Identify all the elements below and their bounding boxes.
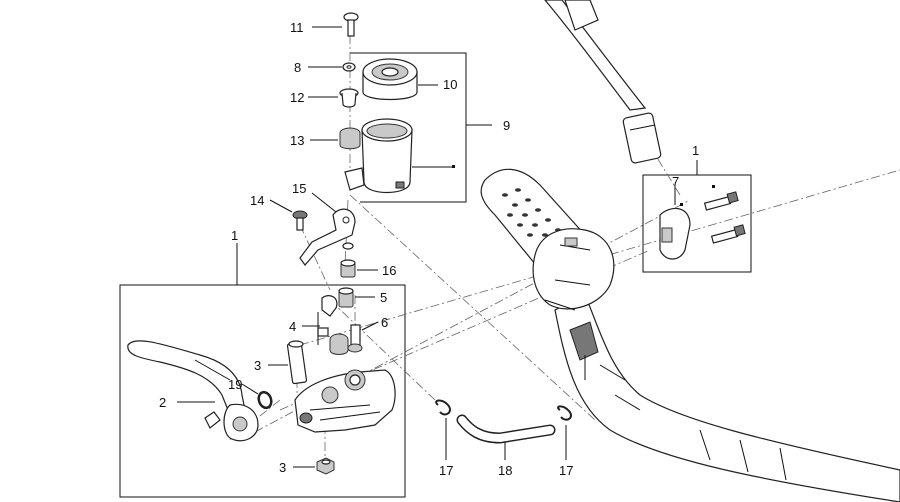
callout-4: 4 xyxy=(289,319,296,334)
o-ring-19 xyxy=(257,390,273,410)
banjo-fitting-5 xyxy=(338,287,354,308)
grommet-13 xyxy=(339,127,361,150)
callout-14: 14 xyxy=(250,193,264,208)
callout-1-clutch: 1 xyxy=(692,143,699,158)
callout-19: 19 xyxy=(228,377,242,392)
lever-2 xyxy=(127,340,259,442)
hose-18 xyxy=(456,414,556,444)
fitting-16 xyxy=(340,259,356,278)
elbow-fitting xyxy=(321,295,338,317)
callout-2: 2 xyxy=(159,395,166,410)
callout-3: 3 xyxy=(254,358,261,373)
callout-18: 18 xyxy=(498,463,512,478)
seal-kit-4 xyxy=(317,327,349,355)
callout-12: 12 xyxy=(290,90,304,105)
callout-3-nut: 3 xyxy=(279,460,286,475)
connector xyxy=(569,321,599,380)
callout-16: 16 xyxy=(382,263,396,278)
callout-15: 15 xyxy=(292,181,306,196)
clamp-17a xyxy=(435,399,451,416)
switch-housing xyxy=(532,228,615,311)
callout-1: 1 xyxy=(231,228,238,243)
washer-8 xyxy=(342,62,356,72)
clutch-mount-parts xyxy=(659,185,746,260)
nut-3 xyxy=(316,457,335,475)
handlebar xyxy=(554,294,900,502)
throttle-cable xyxy=(544,0,662,164)
reservoir-cap-10 xyxy=(362,58,418,101)
clamp-17b xyxy=(557,405,572,421)
callout-5: 5 xyxy=(380,290,387,305)
master-cylinder-assembly-box xyxy=(119,284,406,498)
callout-9: 9 xyxy=(503,118,510,133)
callout-7: 7 xyxy=(672,174,679,189)
reservoir-assembly-bracket xyxy=(350,52,467,203)
bushing-12 xyxy=(339,88,359,108)
callout-17-right: 17 xyxy=(559,463,573,478)
screw-14 xyxy=(292,210,308,231)
bleeder-6 xyxy=(347,324,363,353)
pin-3 xyxy=(286,340,308,385)
callout-11: 11 xyxy=(290,20,304,35)
bracket-15 xyxy=(299,208,356,266)
master-cylinder-body xyxy=(294,369,396,433)
clutch-mount-assembly-box xyxy=(642,174,752,273)
callout-13: 13 xyxy=(290,133,304,148)
callout-17-left: 17 xyxy=(439,463,453,478)
callout-6: 6 xyxy=(381,315,388,330)
callout-10: 10 xyxy=(443,77,457,92)
callout-8: 8 xyxy=(294,60,301,75)
washer xyxy=(342,242,354,250)
reservoir-body xyxy=(344,118,413,193)
screw-11 xyxy=(343,12,359,37)
